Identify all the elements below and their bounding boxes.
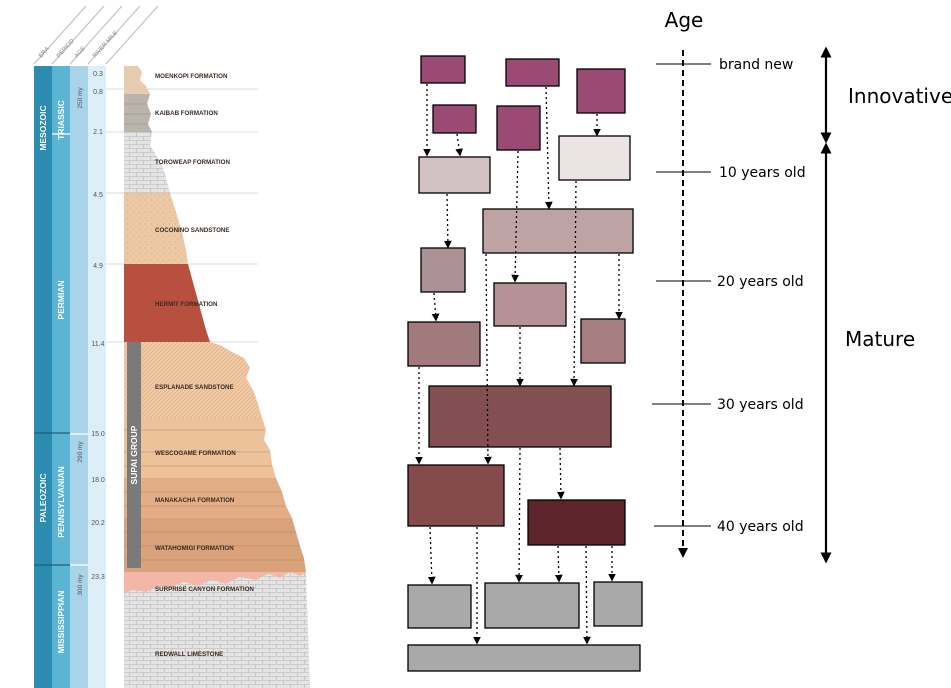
phase-label-mature: Mature (845, 327, 915, 351)
formation-label: COCONINO SANDSTONE (155, 227, 230, 234)
river-mile-value: 20.2 (91, 520, 105, 527)
column-header-lines (33, 5, 159, 65)
formation-label: MOENKOPI FORMATION (155, 73, 228, 80)
connector-arrow (515, 447, 523, 583)
connector-arrow (427, 526, 436, 585)
connector-arrow (431, 292, 440, 322)
age-label-250: 250 my (77, 87, 84, 109)
age-marker-label: 30 years old (717, 397, 804, 413)
age-marker-label: 10 years old (719, 165, 806, 181)
box (580, 318, 626, 364)
box (496, 105, 541, 151)
rock-layers (124, 66, 310, 688)
box (420, 55, 466, 84)
formation-label: KAIBAB FORMATION (155, 110, 218, 117)
box (505, 58, 560, 87)
age-label-300: 300 my (77, 574, 84, 596)
period-label-permian: PERMIAN (56, 280, 66, 319)
age-label-290: 290 my (77, 441, 84, 463)
river-mile-value: 11.4 (91, 341, 104, 348)
layer-kaibab (124, 94, 152, 132)
formation-label: SURPRISE CANYON FORMATION (155, 586, 254, 593)
system-boxes (407, 55, 643, 672)
connector-arrow (554, 545, 563, 583)
box (484, 582, 580, 629)
period-label-pennsylvanian: PENNSYLVANIAN (56, 466, 66, 537)
stratigraphic-column: ERA PERIOD AGE RIVER MILE MESOZOIC PALEO… (33, 5, 310, 688)
connector-arrow (544, 86, 553, 210)
river-mile-value: 23.3 (91, 574, 105, 581)
age-marker-label: brand new (719, 57, 793, 73)
period-label-mississippian: MISSISSIPPIAN (56, 591, 66, 654)
period-label-triassic: TRIASSIC (56, 100, 66, 140)
layer-manakacha (124, 478, 292, 518)
era-band (34, 66, 52, 688)
box (432, 104, 477, 134)
supai-group-bar (127, 342, 141, 568)
box (558, 135, 631, 181)
box (527, 499, 626, 546)
box (482, 208, 634, 254)
layer-coconino (124, 193, 188, 264)
box (418, 156, 491, 194)
connector-arrow (556, 447, 565, 500)
river-mile-value: 4.9 (93, 263, 103, 270)
formation-label: ESPLANADE SANDSTONE (155, 384, 234, 391)
box (407, 584, 472, 629)
phase-label-innovative: Innovative (848, 84, 951, 108)
age-band (70, 66, 88, 688)
connector-arrow (455, 133, 463, 157)
river-mile-value: 18.0 (91, 477, 105, 484)
era-label-mesozoic: MESOZOIC (38, 105, 48, 150)
layer-toroweap (124, 132, 170, 193)
supai-group-label: SUPAI GROUP (129, 425, 139, 484)
layer-redwall (124, 572, 310, 688)
river-mile-value: 0.8 (93, 89, 103, 96)
layer-watahomigi (124, 518, 306, 572)
connector-arrow (511, 150, 520, 283)
age-marker-label: 20 years old (717, 274, 804, 290)
age-marker-label: 40 years old (717, 519, 804, 535)
box (407, 464, 505, 527)
formation-label: HERMIT FORMATION (155, 301, 218, 308)
formation-label: WESCOGAME FORMATION (155, 450, 236, 457)
river-mile-value: 15.0 (91, 431, 105, 438)
box (576, 68, 626, 114)
box (428, 385, 612, 448)
box (493, 282, 567, 327)
river-mile-band (88, 66, 106, 688)
era-label-paleozoic: PALEOZOIC (38, 474, 48, 523)
period-band (52, 66, 70, 688)
formation-label: MANAKACHA FORMATION (155, 497, 235, 504)
layer-esplanade (124, 342, 262, 418)
age-axis-title: Age (665, 8, 704, 32)
box (593, 581, 643, 627)
connector-arrow (570, 180, 578, 387)
box (420, 247, 466, 293)
connector-arrows (415, 84, 623, 645)
layer-surprise-canyon (124, 572, 306, 594)
connector-arrow (443, 193, 452, 249)
river-mile-value: 2.1 (93, 129, 103, 136)
river-mile-value: 4.5 (93, 192, 103, 199)
connector-arrow (583, 545, 591, 645)
river-mile-value: 0.3 (93, 71, 103, 78)
layer-moenkopi (124, 66, 150, 94)
layer-wescogame (124, 418, 276, 478)
formation-label: WATAHOMIGI FORMATION (155, 545, 234, 552)
box (407, 644, 641, 672)
layer-hermit (124, 264, 210, 342)
formation-label: REDWALL LIMESTONE (155, 651, 223, 658)
box (407, 321, 481, 367)
formation-label: TOROWEAP FORMATION (155, 159, 230, 166)
